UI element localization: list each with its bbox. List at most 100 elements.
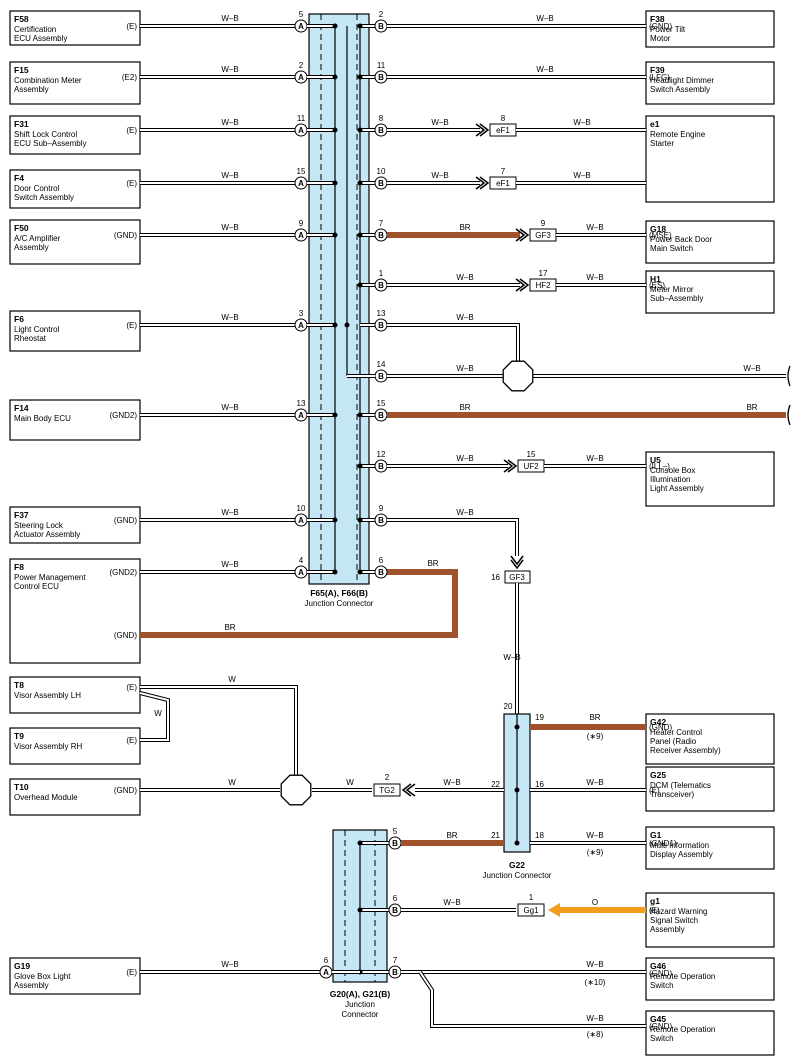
left-pin-num-8: 4	[299, 556, 304, 565]
b7-color: BR	[459, 223, 470, 232]
right-comp-f39-desc-0: Headlight Dimmer	[650, 76, 714, 85]
right-comp-g42-desc-1: Panel (Radio	[650, 737, 697, 746]
right-comp-h1-desc-1: Sub–Assembly	[650, 294, 703, 303]
right-comp-g25-desc-0: DCM (Telematics	[650, 781, 711, 790]
right-term-3: (MSE)	[649, 231, 672, 240]
b10-color: W–B	[431, 171, 448, 180]
g19-pin-num: 6	[324, 956, 329, 965]
left-comp-t9-box	[9, 727, 141, 765]
b6-color: BR	[427, 559, 438, 568]
left-comp-f50-desc-1: Assembly	[14, 243, 49, 252]
left-comp-f4-desc-0: Door Control	[14, 184, 60, 193]
b13-wire	[387, 323, 520, 362]
right-comp-u5-desc-2: Light Assembly	[650, 484, 704, 493]
right-comp-g18-box	[645, 220, 775, 264]
t10-color-2: W	[346, 778, 354, 787]
right-comp-g46-desc-0: Remote Operation	[650, 972, 715, 981]
inline-tg2-pin: 2	[385, 773, 390, 782]
right-comp-g1-desc-0: Multi Information	[650, 841, 709, 850]
right-comp-g1-desc-0: Hazard Warning	[650, 907, 708, 916]
left-comp-f58-code: F58	[14, 14, 29, 24]
b12-color: W–B	[456, 454, 473, 463]
left-comp-g19-desc-1: Assembly	[14, 981, 49, 990]
right-comp-u5-desc-0: Console Box	[650, 466, 695, 475]
right-comp-g1-code: g1	[650, 896, 660, 906]
gf3-down-color: W–B	[503, 653, 520, 662]
left-comp-f8-code: F8	[14, 562, 24, 572]
right-comp-g46-box	[645, 957, 775, 1001]
g19-color: W–B	[221, 960, 238, 969]
left-splice-5	[332, 322, 338, 328]
left-pin-num-6: 13	[297, 399, 306, 408]
junction-g22-name: G22	[509, 860, 525, 870]
inline-ef1-b-label: eF1	[496, 179, 510, 188]
left-splice-2	[332, 127, 338, 133]
b8-arrow-2	[475, 123, 486, 137]
g22-pin-19: 19	[535, 713, 544, 722]
left-splice-0	[332, 23, 338, 29]
g1-o-arrow	[548, 903, 560, 917]
b-pin-10-letter: B	[378, 516, 384, 525]
right-comp-f38-box	[645, 10, 775, 48]
t8-term: (E)	[126, 683, 137, 692]
b12-arrow	[507, 459, 518, 473]
inline-ef1-a-label: eF1	[496, 126, 510, 135]
b-pin-num-11: 6	[379, 556, 384, 565]
g20-pin-0-letter: B	[392, 839, 398, 848]
left-splice-7	[332, 517, 338, 523]
right-comp-g1-box	[645, 892, 775, 948]
b-pin-num-3: 10	[377, 167, 386, 176]
b10-arrow	[479, 176, 490, 190]
left-comp-g19-desc-0: Glove Box Light	[14, 972, 71, 981]
junction-g22-sub: Junction Connector	[483, 871, 552, 880]
b12-color2: W–B	[586, 454, 603, 463]
b14-break-mark	[787, 365, 791, 387]
g22-splice-0	[514, 724, 520, 730]
left-comp-t10-code: T10	[14, 782, 29, 792]
left-comp-f50-desc-0: A/C Amplifier	[14, 234, 61, 243]
right-term-8: (GND1)	[649, 839, 677, 848]
left-pin-num-4: 9	[299, 219, 304, 228]
f8-br-wire	[140, 569, 458, 638]
g20-pin-num-0: 5	[393, 827, 398, 836]
right-term-5: (ILL–)	[649, 462, 670, 471]
left-comp-f6-desc-1: Rheostat	[14, 334, 47, 343]
left-term-6: (GND2)	[109, 411, 137, 420]
left-pin-5-letter: A	[298, 321, 304, 330]
b14-end-color: W–B	[743, 364, 760, 373]
b9-wire	[387, 518, 519, 556]
left-term-7: (GND)	[114, 516, 137, 525]
g20-7-color2: W–B	[586, 1014, 603, 1023]
left-color-7: W–B	[221, 508, 238, 517]
b-splice-11	[357, 569, 363, 575]
b10-color2: W–B	[573, 171, 590, 180]
g20-7-branch	[418, 970, 646, 1028]
right-comp-f39-desc-1: Switch Assembly	[650, 85, 710, 94]
left-term-2: (E)	[126, 126, 137, 135]
left-comp-g19-box	[9, 957, 141, 995]
right-comp-g42-box	[645, 713, 775, 765]
left-comp-f15-code: F15	[14, 65, 29, 75]
right-comp-g1-desc-1: Display Assembly	[650, 850, 713, 859]
left-color-6: W–B	[221, 403, 238, 412]
left-comp-f15-box	[9, 61, 141, 105]
g22-pin-22: 22	[491, 780, 500, 789]
inline-gg1-box	[517, 903, 545, 917]
b9-color: W–B	[456, 508, 473, 517]
ground-octagon-2	[280, 774, 312, 806]
left-color-4: W–B	[221, 223, 238, 232]
inline-tg2-label: TG2	[379, 786, 395, 795]
g20-splice-0	[357, 840, 363, 846]
right-comp-g1-box	[645, 826, 775, 870]
b-pin-num-7: 14	[377, 360, 386, 369]
b13-color: W–B	[456, 313, 473, 322]
b-pin-3-letter: B	[378, 179, 384, 188]
left-comp-f14-box	[9, 399, 141, 441]
b-pin-num-9: 12	[377, 450, 386, 459]
left-comp-f8-desc-1: Control ECU	[14, 582, 59, 591]
g22-pin-16: 16	[535, 780, 544, 789]
t9-color: W	[154, 709, 162, 718]
right-comp-h1-code: H1	[650, 274, 661, 284]
right-comp-f39-code: F39	[650, 65, 665, 75]
b-pin-11-letter: B	[378, 568, 384, 577]
